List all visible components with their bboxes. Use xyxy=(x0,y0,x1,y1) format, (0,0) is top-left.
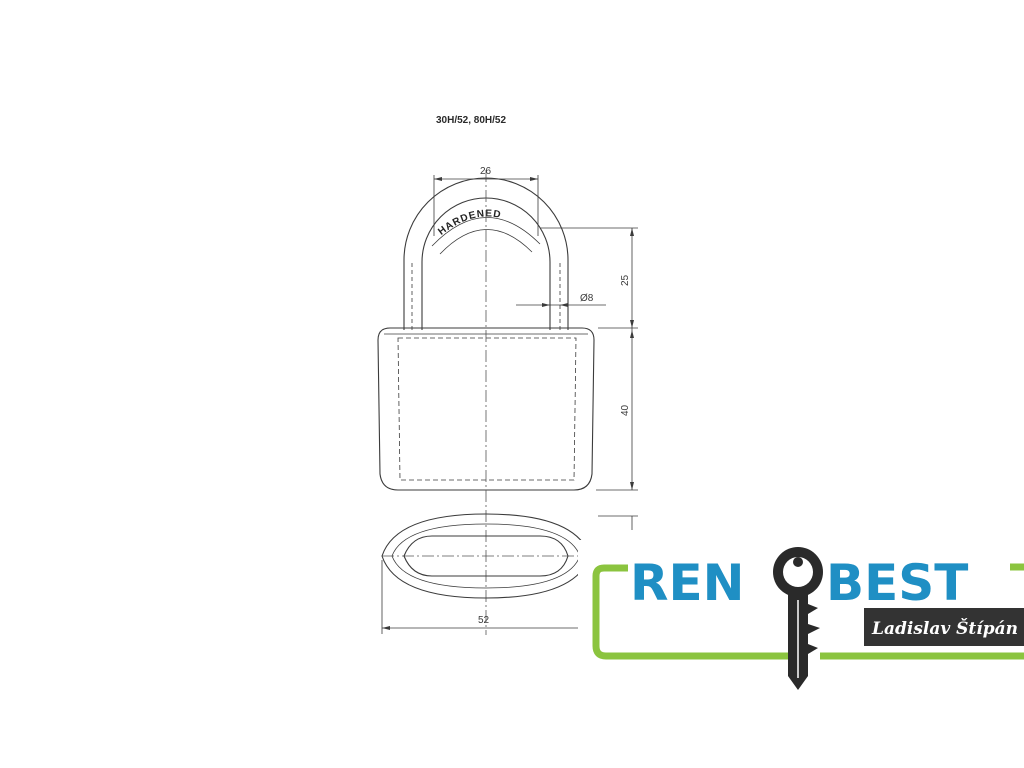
brand-right: BEST xyxy=(826,554,968,612)
dim-shackle-width: 26 xyxy=(480,166,492,177)
dim-shackle-diameter: Ø8 xyxy=(580,293,594,304)
tagline: Ladislav Štípán xyxy=(871,618,1018,639)
renobest-logo: REN BEST Ladislav Štípán xyxy=(578,540,1024,690)
dim-body-width: 52 xyxy=(478,615,490,626)
padlock-body xyxy=(377,327,595,491)
logo-frame xyxy=(592,564,1024,660)
model-label: 30H/52, 80H/52 xyxy=(436,115,506,126)
tagline-plate xyxy=(864,608,1024,646)
dim-body-height: 40 xyxy=(620,404,631,416)
key-icon xyxy=(773,547,823,690)
brand-left: REN xyxy=(630,554,745,612)
dim-shackle-height: 25 xyxy=(620,274,631,286)
